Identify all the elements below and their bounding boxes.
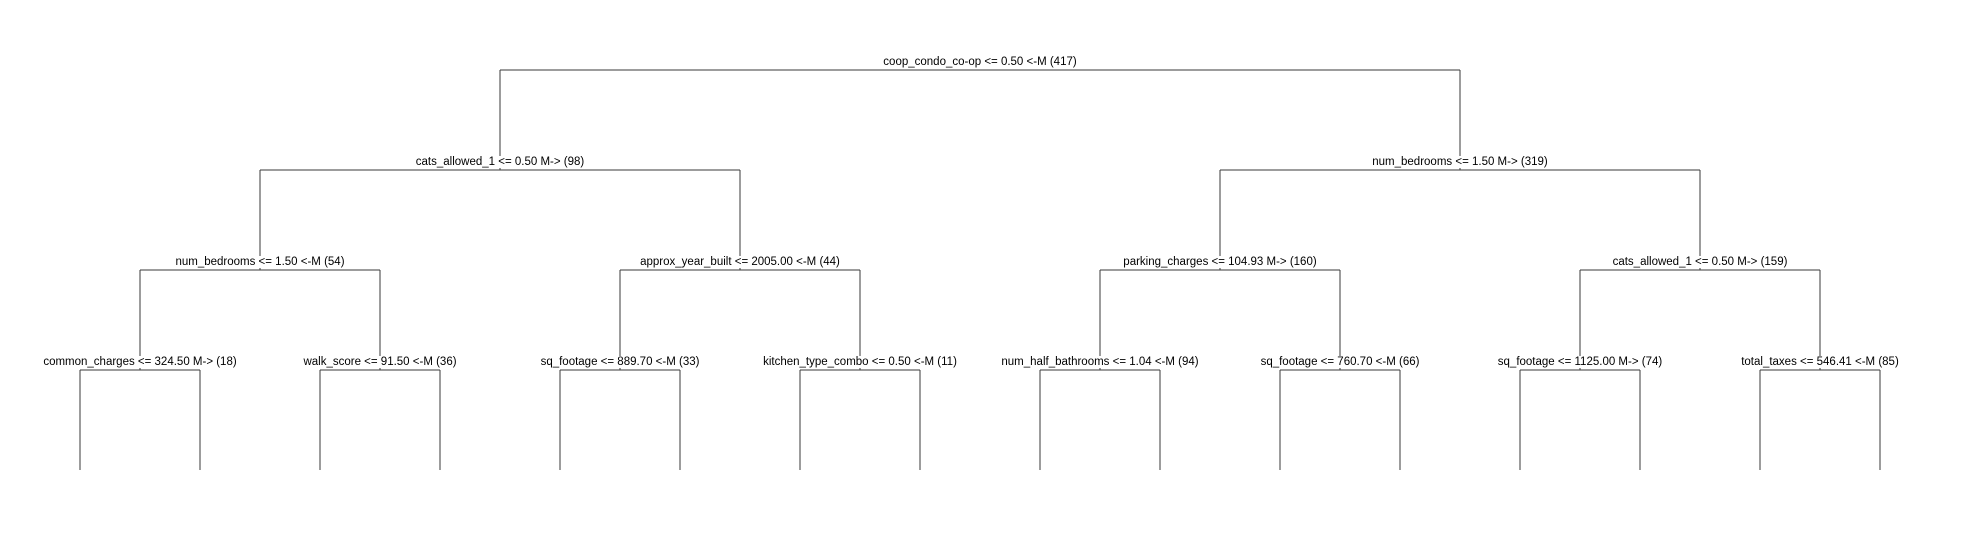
node-label-background xyxy=(174,256,346,268)
node-label-background xyxy=(1496,356,1664,368)
node-label-depth-2: approx_year_built <= 2005.00 <-M (44) xyxy=(640,256,840,268)
node-label-depth-3: kitchen_type_combo <= 0.50 <-M (11) xyxy=(763,356,957,368)
node-label-depth-3: walk_score <= 91.50 <-M (36) xyxy=(302,356,456,368)
node-label-depth-3: sq_footage <= 889.70 <-M (33) xyxy=(541,356,700,368)
node-label-background xyxy=(1371,156,1549,168)
node-label-depth-3: num_half_bathrooms <= 1.04 <-M (94) xyxy=(1001,356,1198,368)
node-label-background xyxy=(1000,356,1200,368)
node-label-depth-3: total_taxes <= 546.41 <-M (85) xyxy=(1741,356,1899,368)
node-label-depth-0: coop_condo_co-op <= 0.50 <-M (417) xyxy=(883,56,1077,68)
node-label-depth-1: cats_allowed_1 <= 0.50 M-> (98) xyxy=(416,156,585,168)
node-label-background xyxy=(882,56,1078,68)
node-label-depth-2: num_bedrooms <= 1.50 <-M (54) xyxy=(175,256,344,268)
tree-edges xyxy=(79,69,1881,470)
node-label-depth-3: common_charges <= 324.50 M-> (18) xyxy=(43,356,237,368)
node-label-background xyxy=(1122,256,1318,268)
node-label-background xyxy=(1259,356,1421,368)
node-label-background xyxy=(1740,356,1900,368)
node-label-depth-3: sq_footage <= 1125.00 M-> (74) xyxy=(1498,356,1663,368)
node-label-depth-1: num_bedrooms <= 1.50 M-> (319) xyxy=(1372,156,1548,168)
node-label-depth-3: sq_footage <= 760.70 <-M (66) xyxy=(1261,356,1420,368)
node-label-background xyxy=(414,156,586,168)
node-label-background xyxy=(1611,256,1789,268)
node-label-background xyxy=(762,356,959,368)
node-label-depth-2: parking_charges <= 104.93 M-> (160) xyxy=(1123,256,1317,268)
node-label-background xyxy=(639,256,842,268)
node-label-background xyxy=(539,356,701,368)
node-label-background xyxy=(301,356,458,368)
node-label-depth-2: cats_allowed_1 <= 0.50 M-> (159) xyxy=(1613,256,1788,268)
node-label-background xyxy=(42,356,238,368)
tree-node-labels: coop_condo_co-op <= 0.50 <-M (417) cats_a… xyxy=(42,56,1900,368)
